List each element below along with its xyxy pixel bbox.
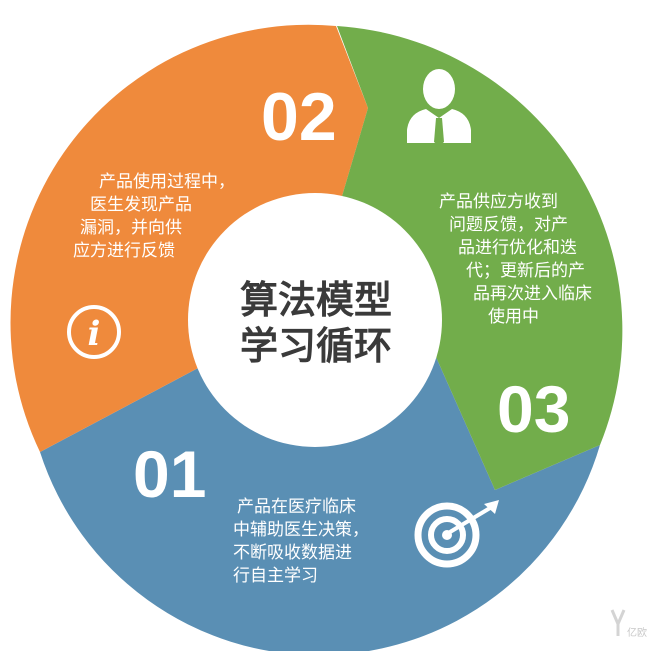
step-number-01: 01 <box>133 437 206 511</box>
segment-02 <box>10 24 369 453</box>
center-title-line1: 算法模型 <box>240 278 392 322</box>
step-03-description: 产品供应方收到 问题反馈，对产 品进行优化和迭 代；更新后的产 品再次进入临床 … <box>439 192 592 327</box>
watermark-logo: 亿欧 <box>610 609 647 639</box>
step-01-description: 产品在医疗临床 中辅助医生决策， 不断吸收数据进 行自主学习 <box>233 497 369 586</box>
svg-text:不断吸收数据进: 不断吸收数据进 <box>233 543 352 563</box>
center-circle <box>188 193 442 447</box>
svg-text:代；更新后的产: 代；更新后的产 <box>466 261 585 281</box>
segment-01 <box>40 357 600 651</box>
svg-text:问题反馈，对产: 问题反馈，对产 <box>449 215 568 235</box>
info-icon: i <box>67 305 121 359</box>
svg-text:产品使用过程中，: 产品使用过程中， <box>99 171 235 192</box>
target-icon <box>414 500 499 568</box>
step-number-02: 02 <box>261 79 337 155</box>
svg-text:医生发现产品: 医生发现产品 <box>90 195 192 215</box>
businessman-icon <box>407 69 471 146</box>
svg-text:使用中: 使用中 <box>488 306 539 327</box>
svg-text:亿欧: 亿欧 <box>627 626 647 639</box>
step-02-description: 产品使用过程中， 医生发现产品 漏洞，并向供 应方进行反馈 <box>73 171 235 261</box>
center-title-line2: 学习循环 <box>240 324 392 368</box>
svg-text:中辅助医生决策，: 中辅助医生决策， <box>233 520 369 540</box>
svg-text:行自主学习: 行自主学习 <box>233 566 318 586</box>
svg-text:应方进行反馈: 应方进行反馈 <box>73 241 175 261</box>
svg-text:品进行优化和迭: 品进行优化和迭 <box>458 238 577 258</box>
svg-text:产品在医疗临床: 产品在医疗临床 <box>237 497 356 517</box>
svg-text:产品供应方收到: 产品供应方收到 <box>439 192 558 212</box>
svg-text:i: i <box>88 314 101 354</box>
svg-text:漏洞，并向供: 漏洞，并向供 <box>80 218 182 238</box>
step-number-03: 03 <box>497 372 570 446</box>
svg-text:品再次进入临床: 品再次进入临床 <box>473 284 592 304</box>
